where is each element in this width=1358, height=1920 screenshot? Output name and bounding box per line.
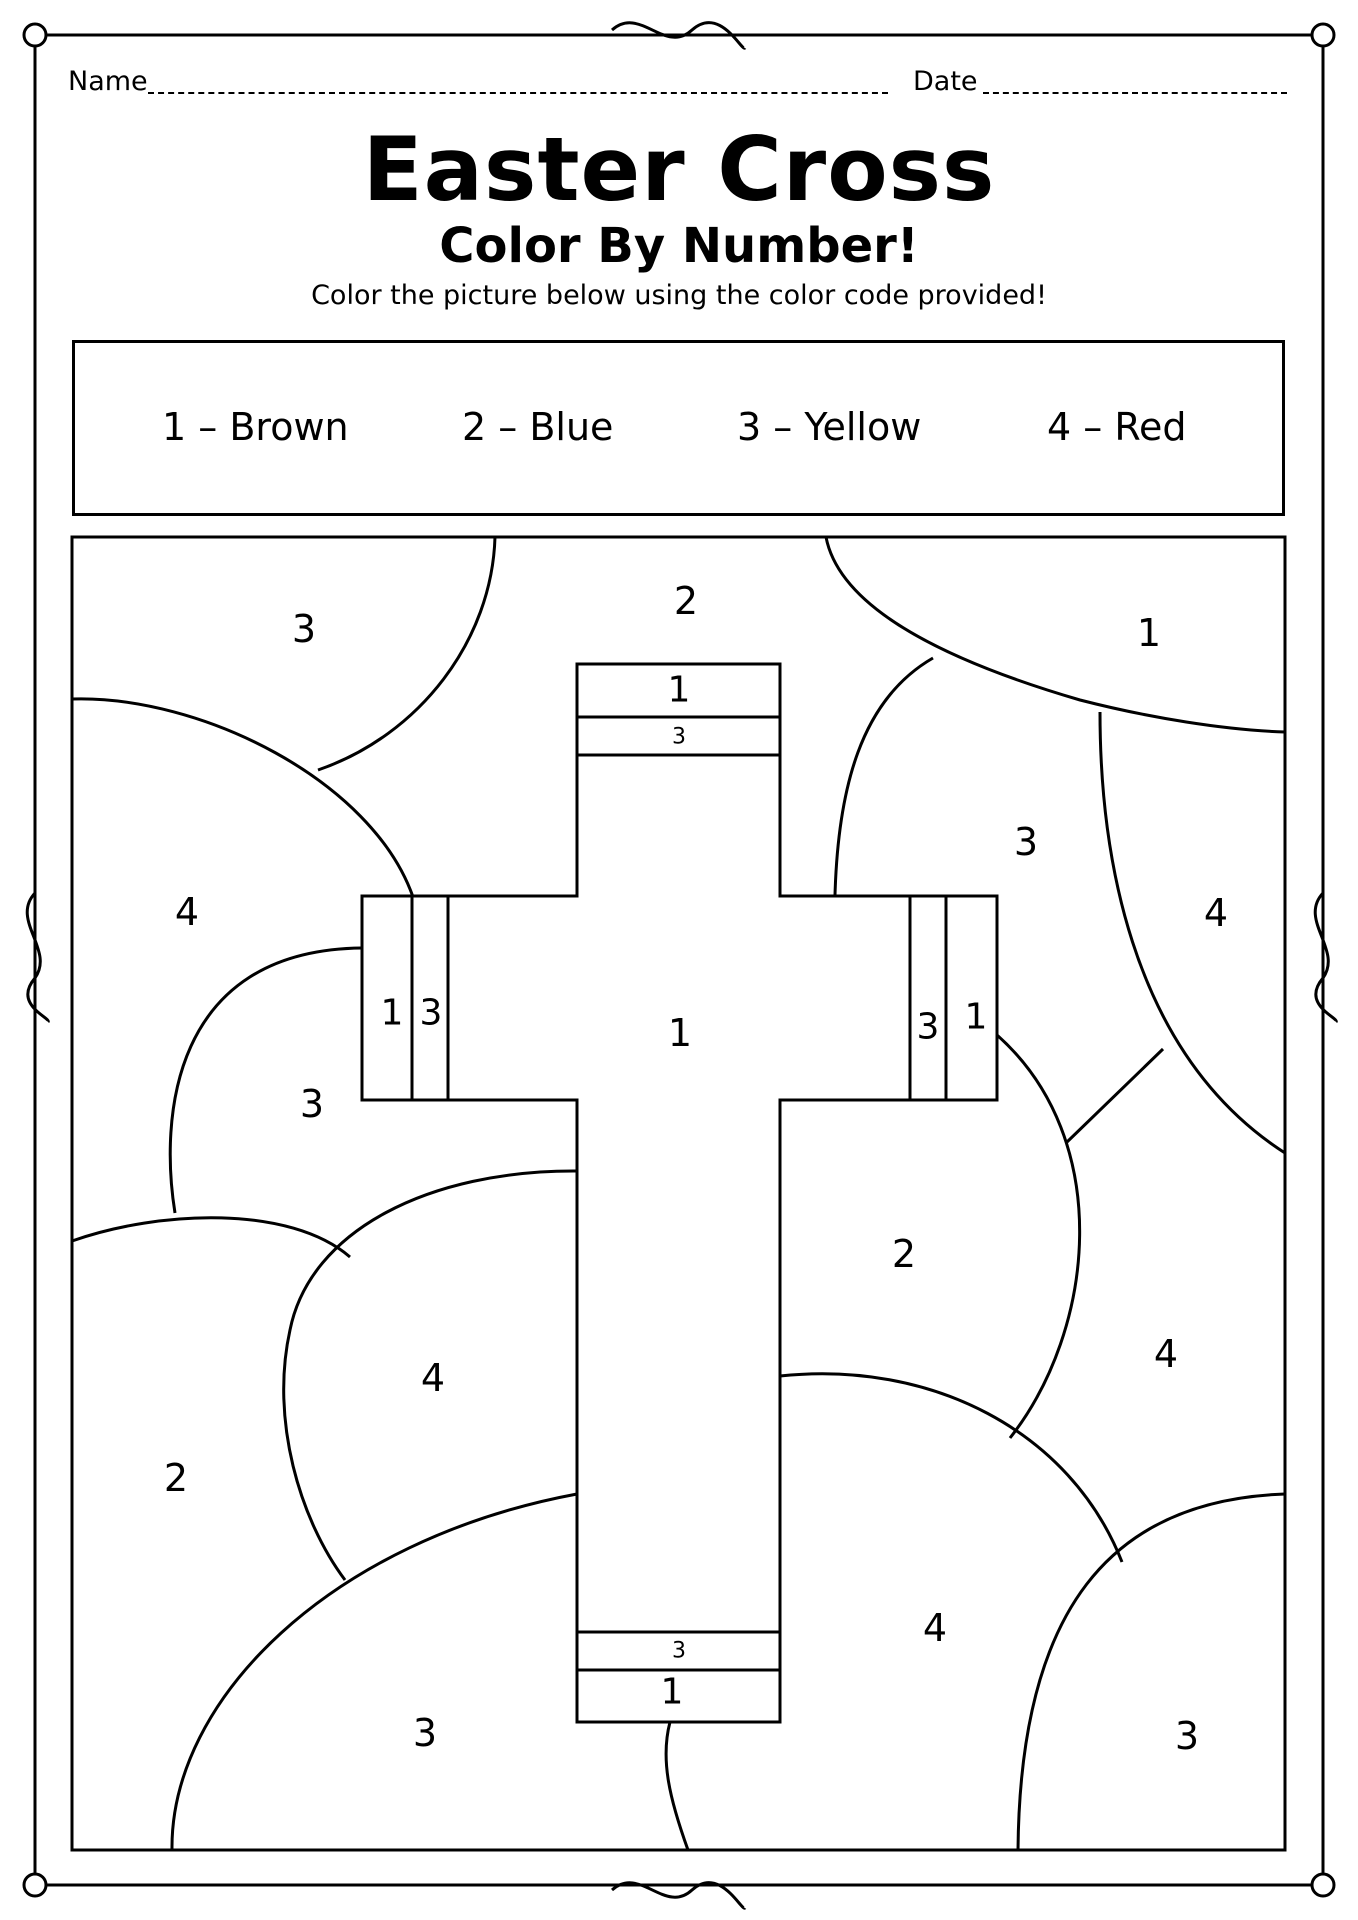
number-bg-top-center: 2 — [674, 579, 698, 623]
legend-item-red: 4 – Red — [1047, 405, 1187, 449]
region-outline-top-left — [317, 536, 497, 772]
number-bg-left-upper: 4 — [175, 890, 199, 934]
region-outline-top-right — [824, 536, 1286, 734]
instructions-text: Color the picture below using the color … — [311, 280, 1047, 311]
number-bg-left-mid: 3 — [300, 1082, 324, 1126]
date-input-line[interactable] — [983, 92, 1287, 94]
number-bg-bottom-right: 3 — [1175, 1714, 1199, 1758]
worksheet-title: Easter Cross — [362, 118, 996, 221]
number-cross-center: 1 — [668, 1011, 692, 1055]
legend-item-brown: 1 – Brown — [162, 405, 349, 449]
number-right-band-outer: 1 — [965, 997, 988, 1038]
number-top-band-thin: 3 — [672, 725, 686, 750]
number-bg-right-mid: 2 — [892, 1232, 916, 1276]
number-left-band-inner: 3 — [420, 993, 443, 1034]
name-input-line[interactable] — [148, 92, 888, 94]
bottom-band-wide — [575, 1668, 782, 1724]
number-bg-left-lower-inner: 4 — [421, 1356, 445, 1400]
region-outline-bottom-divider — [664, 1721, 690, 1851]
legend-item-blue: 2 – Blue — [462, 405, 614, 449]
region-outline-bottom-center — [779, 1372, 1124, 1563]
date-label: Date — [913, 66, 978, 97]
color-code-legend — [72, 340, 1285, 516]
number-bottom-band-thin: 3 — [672, 1639, 686, 1664]
number-bg-left-lower: 2 — [164, 1456, 188, 1500]
number-bg-right-lower: 4 — [1154, 1332, 1178, 1376]
region-outline-right-connector — [1065, 1047, 1165, 1144]
number-bottom-band-wide: 1 — [661, 1672, 684, 1713]
region-outline-right-upper — [833, 656, 934, 896]
name-label: Name — [68, 66, 148, 97]
number-right-band-inner: 3 — [917, 1007, 940, 1048]
number-bg-right-edge: 4 — [1204, 891, 1228, 935]
legend-item-yellow: 3 – Yellow — [737, 405, 922, 449]
number-bg-right-upper: 3 — [1014, 820, 1038, 864]
left-band-inner — [410, 894, 450, 1102]
number-bg-bottom-center: 4 — [923, 1606, 947, 1650]
region-outline-left-mid — [168, 946, 363, 1214]
top-band-thin — [575, 715, 782, 757]
number-bg-bottom-left: 3 — [413, 1711, 437, 1755]
region-outline-bottom-right — [1016, 1492, 1286, 1851]
region-outline-left-lower-inner — [282, 1169, 578, 1581]
number-bg-top-left: 3 — [292, 607, 316, 651]
number-bg-top-right: 1 — [1137, 611, 1161, 655]
picture-frame — [70, 535, 1287, 1852]
region-outline-bottom-left — [170, 1492, 578, 1851]
number-top-band-wide: 1 — [668, 670, 691, 711]
region-outline-right-mid — [996, 1033, 1082, 1439]
cross-outline — [360, 662, 999, 1724]
number-left-band-outer: 1 — [381, 993, 404, 1034]
region-outline-right-edge — [1098, 711, 1286, 1155]
region-outline-left-lower — [71, 1216, 351, 1259]
worksheet-subtitle: Color By Number! — [439, 218, 919, 274]
right-band-outer — [944, 894, 999, 1102]
region-outline-left-upper — [71, 697, 415, 898]
